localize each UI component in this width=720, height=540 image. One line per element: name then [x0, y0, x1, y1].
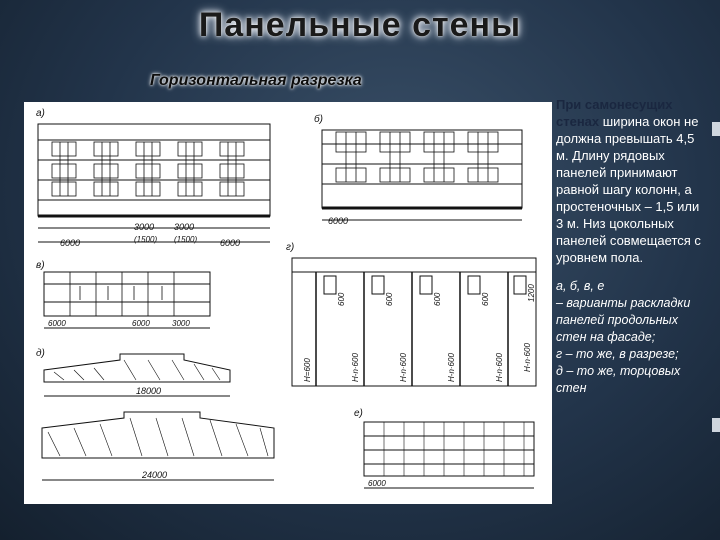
dim-a-1500b: (1500): [174, 235, 197, 244]
edge-tab-top: [712, 122, 720, 136]
dim-a-1500: (1500): [134, 235, 157, 244]
label-g: г): [286, 242, 294, 253]
description-panel: При самонесущих стенах ширина окон не до…: [556, 96, 706, 397]
dim-g-h9: 600: [433, 292, 442, 306]
slide-subtitle: Горизонтальная разрезка: [150, 72, 362, 89]
dim-e-6000: 6000: [368, 479, 386, 488]
description-text: При самонесущих стенах ширина окон не до…: [556, 96, 706, 266]
facade-e: [363, 421, 535, 489]
dim-g-h11: 1200: [527, 284, 536, 302]
caption-line-2: – варианты раскладки панелей продольных …: [556, 296, 691, 344]
section-g: [291, 257, 537, 387]
figure-caption: а, б, в, е – варианты раскладки панелей …: [556, 278, 706, 397]
caption-line-3: г – то же, в разрезе;: [556, 347, 679, 361]
facade-v: [43, 271, 211, 329]
dim-g-h8: 600: [385, 292, 394, 306]
facade-b: [321, 129, 523, 221]
dim-a-3000b: 3000: [174, 222, 194, 232]
dim-a-6000b: 6000: [220, 238, 240, 248]
dim-g-h2: H-n·600: [351, 353, 360, 382]
dim-a-3000: 3000: [134, 222, 154, 232]
dim-g-h10: 600: [481, 292, 490, 306]
dim-g-h3: H-n·600: [399, 353, 408, 382]
dim-v-3000: 3000: [172, 319, 190, 328]
dim-d-24000: 24000: [141, 470, 167, 480]
slide-title: Панельные стены: [198, 6, 522, 44]
label-v: в): [36, 260, 45, 271]
technical-drawing: а): [24, 102, 552, 504]
facade-a: [37, 123, 271, 243]
dim-g-h7: 600: [337, 292, 346, 306]
dim-g-h4: H-n·600: [447, 353, 456, 382]
dim-g-h5: H-n·600: [495, 353, 504, 382]
dim-v-6000: 6000: [48, 319, 66, 328]
label-d: д): [36, 348, 45, 359]
description-body: ширина окон не должна превышать 4,5 м. Д…: [556, 114, 701, 265]
label-b: б): [314, 113, 323, 125]
dim-b-6000: 6000: [328, 216, 348, 226]
dim-a-6000: 6000: [60, 238, 80, 248]
caption-line-1: а, б, в, е: [556, 279, 605, 293]
label-a: а): [36, 108, 45, 119]
dim-v-6000b: 6000: [132, 319, 150, 328]
label-e: е): [354, 408, 363, 419]
description-highlight: При самонесущих стенах: [556, 97, 673, 129]
end-wall-d: [41, 353, 275, 481]
caption-line-4: д – то же, торцовых стен: [556, 364, 681, 395]
edge-tab-bottom: [712, 418, 720, 432]
dim-g-h1: H=600: [303, 358, 312, 382]
dim-g-h6: H-n·600: [523, 343, 532, 372]
dim-d-18000: 18000: [136, 386, 161, 396]
